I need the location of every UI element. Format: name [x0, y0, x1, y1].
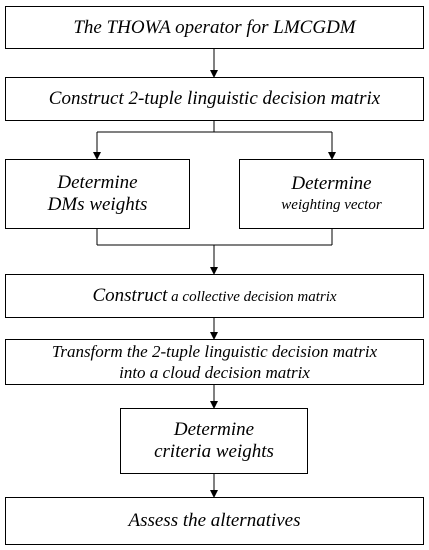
criteria-weights-line2: criteria weights: [154, 441, 274, 462]
weighting-vector-box: Determine weighting vector: [239, 159, 424, 229]
title-text: The THOWA operator for LMCGDM: [73, 16, 356, 38]
collective-rest: a collective decision matrix: [167, 289, 337, 305]
collective-matrix-text: Construct a collective decision matrix: [92, 285, 336, 307]
dm-weights-box: Determine DMs weights: [5, 159, 190, 229]
assess-box: Assess the alternatives: [5, 497, 424, 545]
transform-line2: into a cloud decision matrix: [119, 363, 310, 382]
weighting-vector-line2: weighting vector: [281, 197, 382, 213]
construct-matrix-text: Construct 2-tuple linguistic decision ma…: [48, 88, 381, 109]
assess-text: Assess the alternatives: [128, 510, 301, 531]
dm-weights-line2: DMs weights: [47, 194, 148, 215]
transform-box: Transform the 2-tuple linguistic decisio…: [5, 339, 424, 385]
criteria-weights-box: Determine criteria weights: [120, 408, 308, 474]
construct-matrix-box: Construct 2-tuple linguistic decision ma…: [5, 77, 424, 121]
collective-lead: Construct: [92, 285, 168, 306]
title-box: The THOWA operator for LMCGDM: [5, 6, 424, 49]
weighting-vector-line1: Determine: [291, 173, 372, 194]
criteria-weights-line1: Determine: [173, 419, 255, 440]
transform-line1: Transform the 2-tuple linguistic decisio…: [51, 342, 378, 361]
collective-matrix-box: Construct a collective decision matrix: [5, 274, 424, 318]
dm-weights-line1: Determine: [57, 172, 138, 193]
